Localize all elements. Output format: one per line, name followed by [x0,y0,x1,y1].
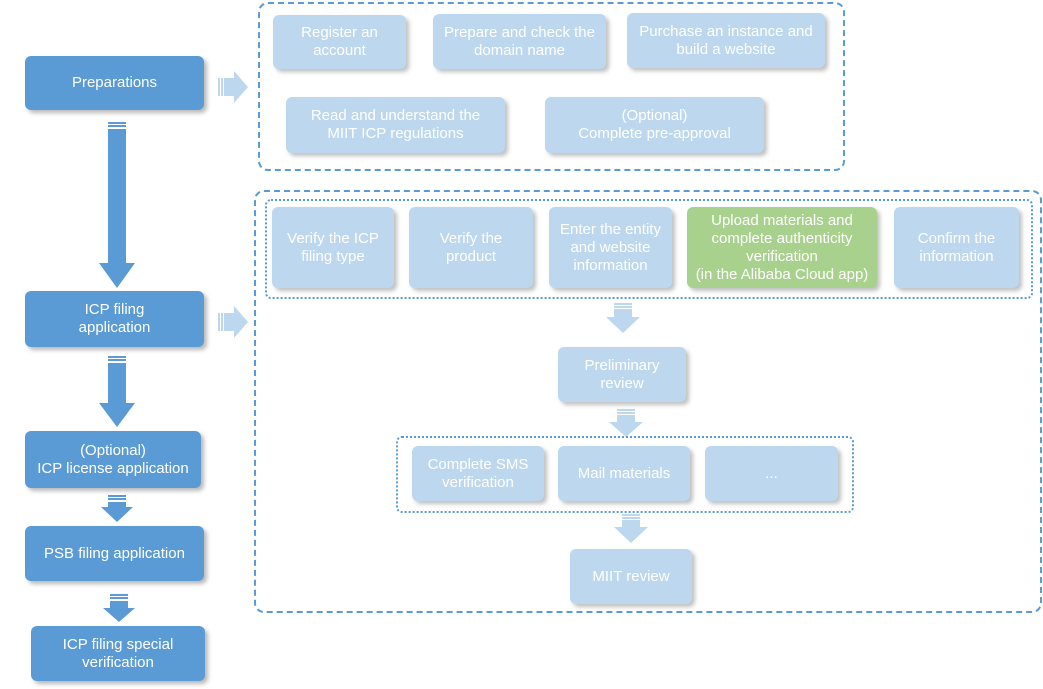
review-more-options: ... [705,446,838,501]
down-arrow-to-miit [614,514,648,543]
application-steps-frame [265,199,1033,299]
app-verify-product: Verify the product [409,207,533,288]
review-preliminary: Preliminary review [558,347,686,402]
review-mail-materials: Mail materials [558,446,690,501]
prep-domain-name: Prepare and check the domain name [433,14,606,69]
app-verify-filing-type: Verify the ICP filing type [272,207,394,288]
preparations-frame [258,2,845,171]
down-arrow-to-preliminary [606,303,640,333]
right-arrow-preparations [218,71,248,103]
step-icp-filing-application: ICP filing application [25,291,204,347]
prep-purchase-instance: Purchase an instance and build a website [627,13,825,68]
step-icp-special-verification: ICP filing special verification [31,626,205,681]
down-arrow-application [99,356,135,427]
prep-register-account: Register an account [273,15,406,69]
app-enter-entity-info: Enter the entity and website information [549,207,672,288]
step-icp-license-application: (Optional) ICP license application [25,431,201,488]
down-arrow-psb [103,594,135,622]
down-arrow-license [101,495,133,522]
step-preparations: Preparations [25,56,204,110]
application-frame [254,190,1042,613]
down-arrow-preparations [99,122,135,288]
prep-miit-regulations: Read and understand the MIIT ICP regulat… [286,97,505,153]
review-miit: MIIT review [570,549,692,604]
step-psb-filing-application: PSB filing application [25,526,204,581]
app-upload-materials: Upload materials and complete authentici… [687,207,877,288]
review-sms-verification: Complete SMS verification [412,446,544,501]
app-confirm-information: Confirm the information [894,207,1019,288]
right-arrow-application [218,306,248,338]
prep-pre-approval: (Optional) Complete pre-approval [545,97,764,153]
review-options-frame [396,436,854,513]
down-arrow-to-options [609,409,643,437]
